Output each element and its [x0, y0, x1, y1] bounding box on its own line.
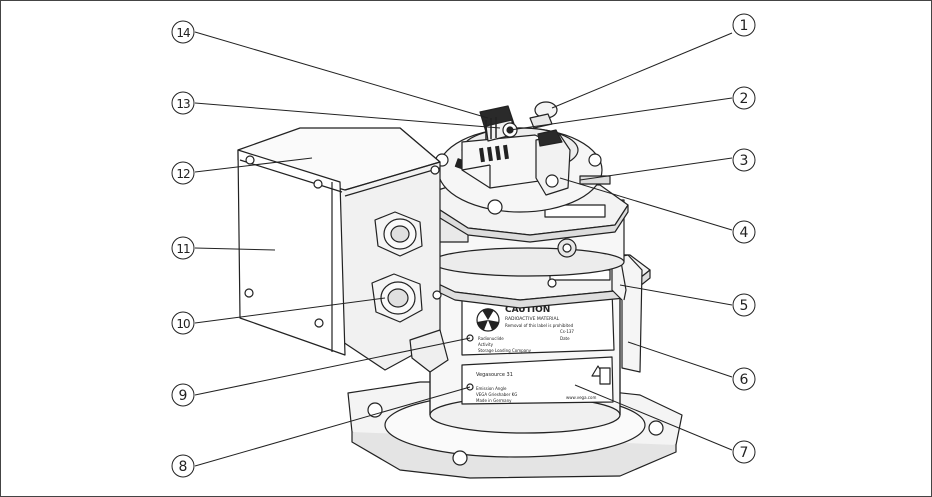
shutter-bracket: [611, 254, 643, 373]
caution-line-2: Activity: [478, 342, 494, 347]
caution-line-1: Radionuclide: [478, 336, 504, 341]
caution-right-2: Date: [560, 336, 570, 341]
callout-10: 10: [171, 311, 195, 335]
callout-6: 6: [732, 367, 756, 391]
caution-title: CAUTION: [505, 305, 550, 315]
callout-7-label: 7: [740, 445, 749, 461]
callout-6-label: 6: [740, 372, 749, 388]
callout-10-label: 10: [176, 317, 190, 331]
callout-14: 14: [171, 20, 195, 44]
callout-14-label: 14: [176, 26, 190, 40]
caution-note: Removal of this label is prohibited: [505, 323, 574, 328]
callout-13-label: 13: [176, 97, 190, 111]
type-label-line-2: VEGA Grieshaber KG: [476, 392, 517, 397]
callout-3-label: 3: [740, 153, 749, 169]
switch-handle: [535, 129, 571, 196]
padlock-assembly: [479, 101, 558, 142]
callout-2: 2: [732, 86, 756, 110]
callout-2-label: 2: [740, 91, 749, 107]
mounting-bracket: [409, 329, 449, 373]
caution-subtitle: RADIOACTIVE MATERIAL: [505, 316, 560, 322]
callout-8-label: 8: [179, 459, 188, 475]
callout-9-label: 9: [179, 388, 188, 404]
cable-gland-lower: [371, 273, 423, 323]
callout-13: 13: [171, 91, 195, 115]
callout-4-label: 4: [740, 225, 749, 241]
leader-lines: [194, 31, 733, 467]
callout-1: 1: [732, 13, 756, 37]
type-label-right: www.vega.com: [566, 395, 596, 400]
callout-11: 11: [171, 236, 195, 260]
caution-right-1: Cs-137: [560, 329, 574, 334]
caution-line-3: Storage Loading Company: [478, 348, 532, 353]
callout-5-label: 5: [740, 298, 749, 314]
type-label-title: Vegasource 31: [476, 372, 513, 378]
type-label-line-3: Made in Germany: [476, 398, 512, 403]
warning-label: CAUTION RADIOACTIVE MATERIAL Removal of …: [461, 289, 615, 356]
callout-7: 7: [732, 440, 756, 464]
callout-12: 12: [171, 161, 195, 185]
callout-3: 3: [732, 148, 756, 172]
type-label: Vegasource 31 Emission Angle VEGA Griesh…: [461, 356, 614, 405]
callout-4: 4: [732, 220, 756, 244]
callout-12-label: 12: [176, 167, 190, 181]
callout-1-label: 1: [740, 18, 749, 34]
cable-gland-upper: [374, 211, 423, 257]
callout-9: 9: [171, 383, 195, 407]
type-label-line-1: Emission Angle: [476, 386, 507, 391]
callout-11-label: 11: [176, 242, 190, 256]
callout-5: 5: [732, 293, 756, 317]
callout-8: 8: [171, 454, 195, 478]
